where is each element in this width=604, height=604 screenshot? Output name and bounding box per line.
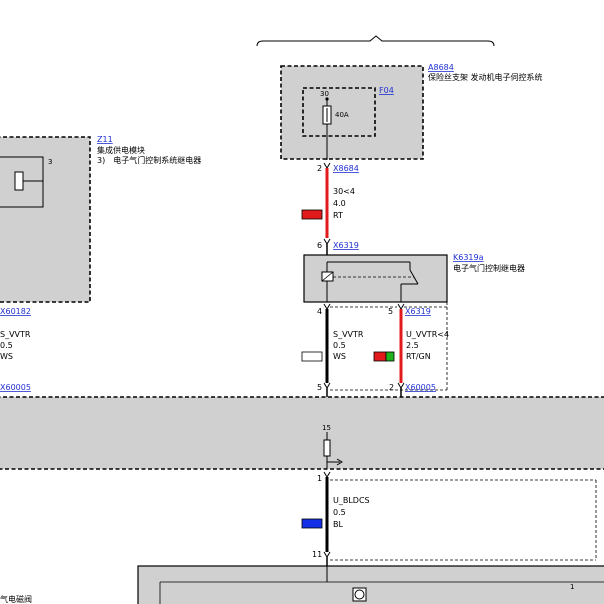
x60005-a-pin: 5 (317, 383, 322, 392)
w4-color-swatch (301, 518, 323, 529)
splice-pin-lower: 11 (312, 550, 322, 559)
w-left-gauge: 0.5 (0, 341, 13, 350)
bottom-module-box[interactable] (137, 565, 604, 604)
w2-signal: S_VVTR (333, 330, 364, 339)
x6319-top-pin: 6 (317, 241, 322, 250)
fuse-f04-box[interactable] (302, 87, 376, 137)
relay-coil-diagonal (321, 271, 334, 282)
w-left-color: WS (0, 352, 13, 361)
f04-pin: 30 (320, 90, 329, 98)
bottom-left-label: 气电磁阀 (0, 594, 32, 604)
z11-relay-symbol (14, 171, 24, 191)
a8684-desc: 保险丝支架 发动机电子伺控系统 (428, 72, 543, 82)
x60005-b-ref[interactable]: X60005 (405, 383, 436, 392)
x60005-b-pin: 2 (389, 383, 394, 392)
w4-signal: U_BLDCS (333, 496, 370, 505)
x6319-pin4: 4 (317, 307, 322, 316)
x8684-connector-symbol (323, 162, 331, 169)
k6319a-desc: 电子气门控制继电器 (453, 263, 525, 273)
fuse-node (325, 97, 329, 101)
x6319-bottom-ref[interactable]: X6319 (405, 307, 431, 316)
x6319-top-connector-symbol (323, 238, 331, 245)
bottom-pin: 1 (570, 583, 574, 591)
splice-pin-top: 15 (322, 424, 331, 432)
distribution-band[interactable] (0, 396, 604, 470)
x8684-pin: 2 (317, 164, 322, 173)
lower-connector-symbol (323, 551, 331, 558)
x60005-a-symbol (323, 382, 331, 389)
w2-color: WS (333, 352, 346, 361)
x60005-b-symbol (397, 382, 405, 389)
splice-pin-bottom: 1 (317, 474, 322, 483)
w1-signal: 30<4 (333, 187, 355, 196)
x60182-ref[interactable]: X60182 (0, 307, 31, 316)
x6319-pin4-symbol (323, 303, 331, 310)
a8684-ref[interactable]: A8684 (428, 63, 454, 72)
group-bracket (256, 35, 495, 47)
w1-color: RT (333, 211, 343, 220)
splice-symbol (323, 439, 331, 457)
f04-ref[interactable]: F04 (379, 86, 394, 95)
w-left-signal: S_VVTR (0, 330, 31, 339)
x8684-ref[interactable]: X8684 (333, 164, 359, 173)
w1-color-swatch (301, 209, 323, 220)
z11-line1: 集成供电模块 (97, 145, 145, 155)
w4-gauge: 0.5 (333, 508, 346, 517)
x60005-left-ref[interactable]: X60005 (0, 383, 31, 392)
splice-bottom-symbol (323, 471, 331, 478)
z11-line2: 3) 电子气门控制系统继电器 (97, 155, 201, 165)
w3-gauge: 2.5 (406, 341, 419, 350)
z11-pin: 3 (48, 158, 52, 166)
w3-color-swatch-red (373, 351, 387, 362)
k6319a-ref[interactable]: K6319a (453, 253, 484, 262)
w4-color: BL (333, 520, 343, 529)
x6319-top-ref[interactable]: X6319 (333, 241, 359, 250)
w3-color-swatch-green (385, 351, 395, 362)
z11-ref[interactable]: Z11 (97, 135, 113, 144)
x6319-pin5-symbol (397, 303, 405, 310)
x6319-pin5: 5 (388, 307, 393, 316)
f04-rating: 40A (335, 111, 349, 119)
w3-color: RT/GN (406, 352, 431, 361)
w1-gauge: 4.0 (333, 199, 346, 208)
w2-color-swatch (301, 351, 323, 362)
motor-icon (354, 589, 365, 600)
w2-gauge: 0.5 (333, 341, 346, 350)
splice-arrow (336, 458, 343, 466)
w3-signal: U_VVTR<4 (406, 330, 449, 339)
